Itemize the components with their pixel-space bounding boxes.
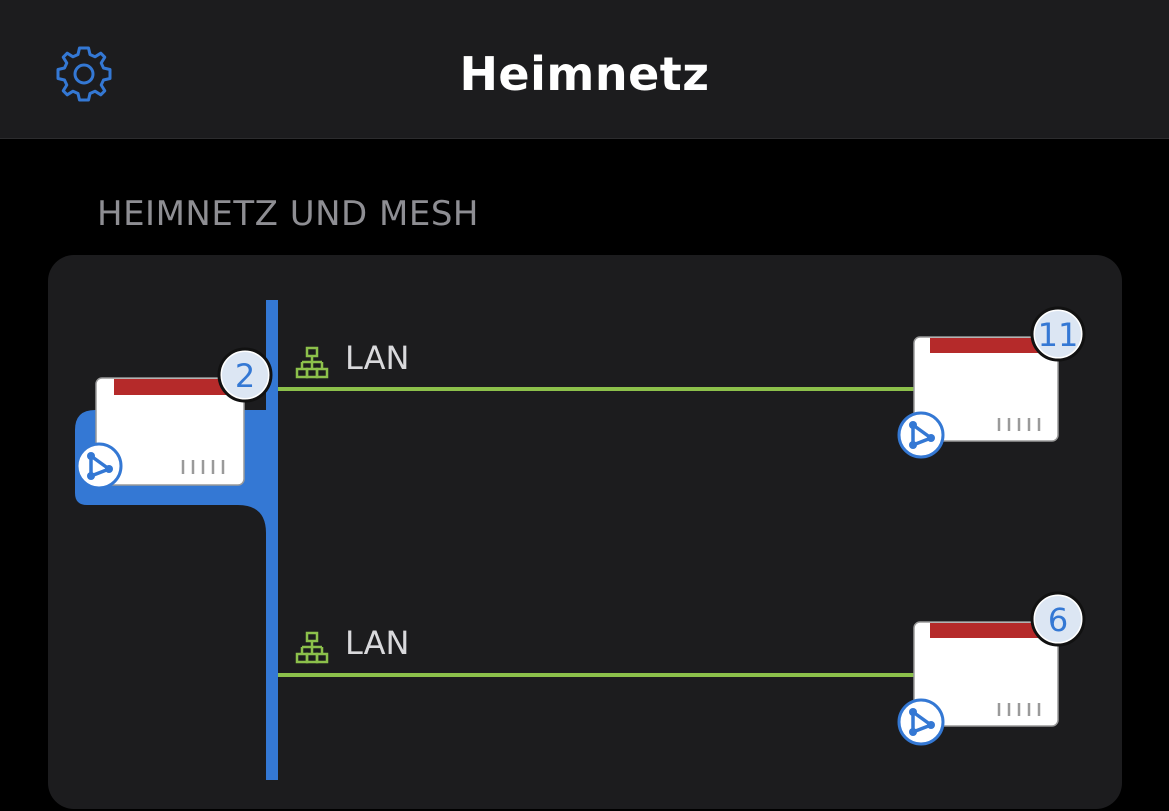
device-1-badge-count: 11 <box>1038 316 1079 354</box>
settings-button[interactable] <box>50 40 118 108</box>
mesh-icon <box>897 411 945 459</box>
lan-network-icon <box>295 631 329 664</box>
network-topology: 2 11 <box>75 300 1086 780</box>
mesh-device-1[interactable]: 11 <box>897 306 1086 459</box>
root-device[interactable]: 2 <box>75 347 273 490</box>
mesh-icon <box>897 698 945 746</box>
mesh-icon <box>75 442 123 490</box>
mesh-device-2[interactable]: 6 <box>897 591 1086 746</box>
mesh-overview-card: 2 11 <box>48 255 1122 809</box>
lan-connection-label-2[interactable]: LAN <box>345 624 410 662</box>
gear-icon <box>56 46 112 102</box>
lan-network-icon <box>295 346 329 379</box>
navigation-header: Heimnetz <box>0 0 1169 139</box>
lan-connection-label-1[interactable]: LAN <box>345 339 410 377</box>
root-device-badge-count: 2 <box>235 357 255 395</box>
section-header: HEIMNETZ UND MESH <box>97 194 479 234</box>
device-2-badge-count: 6 <box>1048 601 1068 639</box>
page-title: Heimnetz <box>459 47 710 101</box>
